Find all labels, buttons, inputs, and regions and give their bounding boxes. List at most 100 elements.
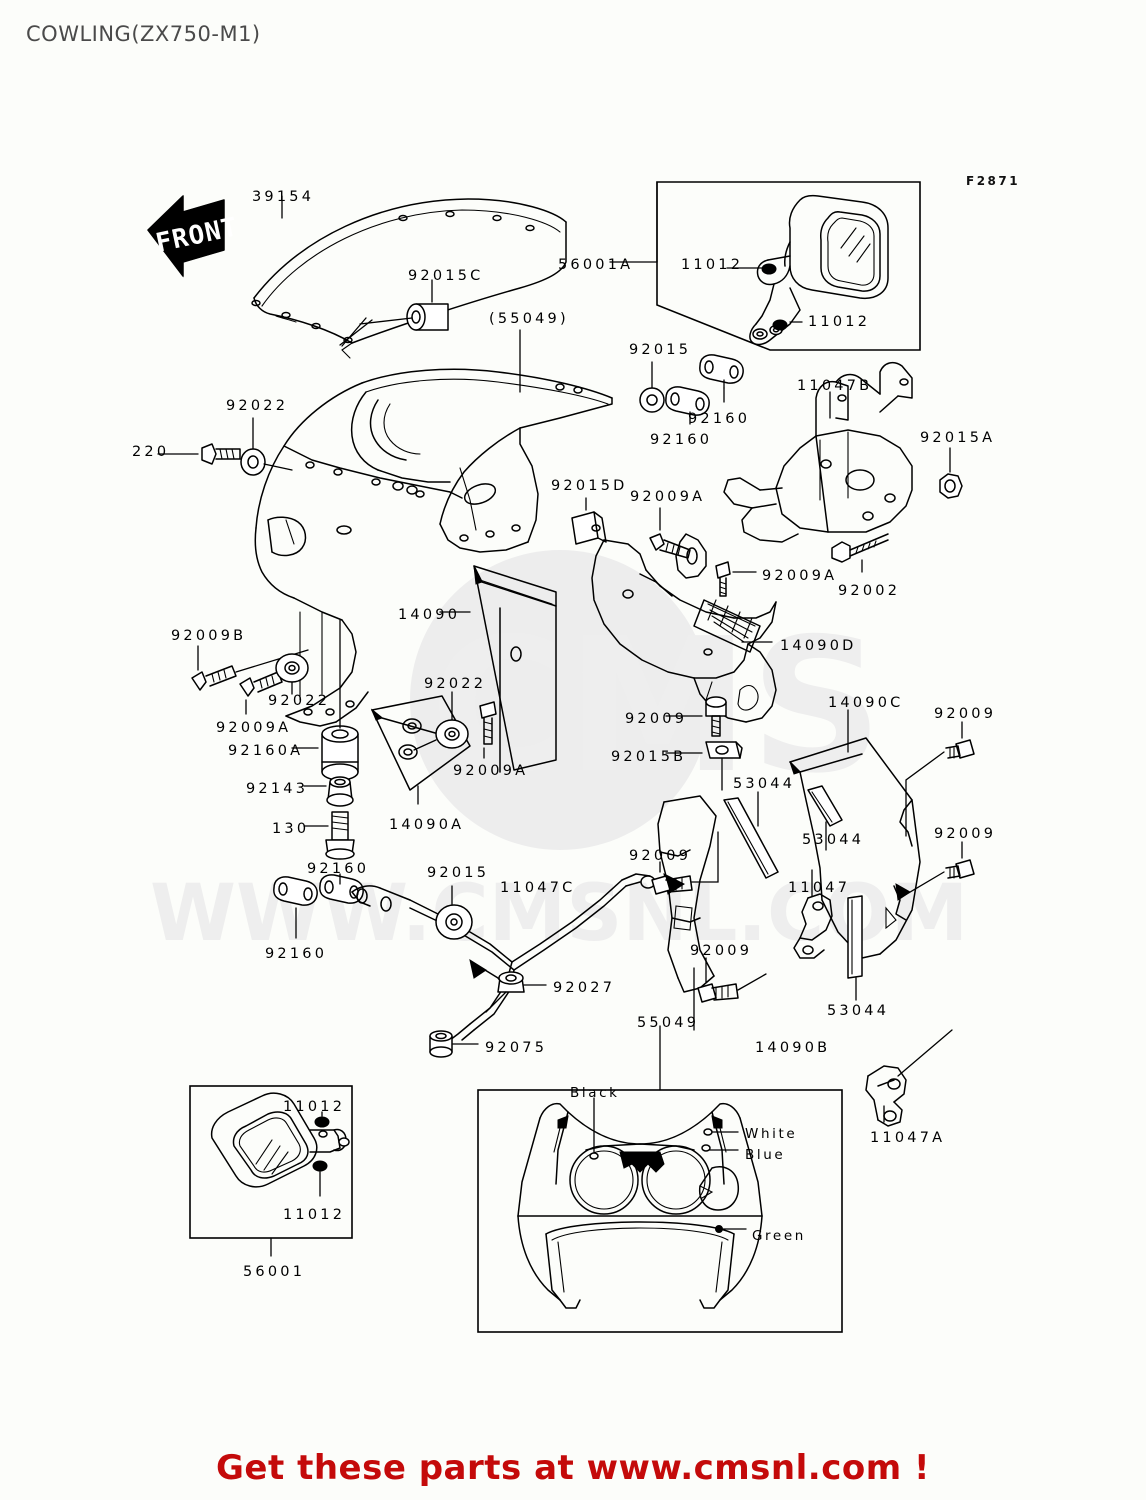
part-number-label: 92015A bbox=[920, 430, 996, 446]
part-number-label: 92009A bbox=[453, 763, 529, 779]
part-92009-screw-b2 bbox=[697, 957, 767, 1003]
part-92009A-screw-center2 bbox=[479, 701, 497, 759]
part-number-label: 53044 bbox=[802, 832, 865, 848]
part-92009-screw-r2 bbox=[899, 841, 975, 899]
part-number-label: 92015 bbox=[629, 342, 692, 358]
part-11047A-bracket bbox=[865, 1029, 953, 1127]
part-92015-grommet-lower bbox=[435, 904, 473, 940]
part-number-label: 92160A bbox=[228, 743, 304, 759]
color-callout-label: Blue bbox=[745, 1147, 786, 1163]
part-11047-bracket-small bbox=[793, 869, 833, 959]
part-92022-washer-left bbox=[275, 653, 309, 695]
part-number-label: 92002 bbox=[838, 583, 901, 599]
part-92009-screw-mid bbox=[665, 696, 727, 737]
part-92160-bushing-b bbox=[699, 354, 744, 403]
part-number-label: 11047A bbox=[870, 1130, 946, 1146]
part-92009B-screw bbox=[191, 645, 309, 691]
part-14090D-panel bbox=[591, 533, 777, 723]
part-number-label: 92160 bbox=[688, 411, 751, 427]
part-92015A-nut bbox=[939, 447, 963, 499]
part-92160-bushing-d bbox=[319, 873, 364, 904]
part-92160-bushing-a bbox=[665, 386, 710, 425]
part-number-label: 14090C bbox=[828, 695, 904, 711]
svg-text:CMS: CMS bbox=[430, 598, 883, 814]
part-number-label: 92009 bbox=[629, 848, 692, 864]
part-number-label: 56001A bbox=[558, 257, 634, 273]
part-92160-bushing-c bbox=[273, 876, 318, 939]
part-39154-windscreen bbox=[251, 195, 567, 359]
part-number-label: 92143 bbox=[246, 781, 309, 797]
part-number-label: 92022 bbox=[424, 676, 487, 692]
part-number-label: 14090A bbox=[389, 817, 465, 833]
part-number-label: 11012 bbox=[808, 314, 871, 330]
color-callout-label: Green bbox=[752, 1228, 806, 1244]
part-number-label: 92027 bbox=[553, 980, 616, 996]
part-92015B-clip bbox=[665, 741, 743, 791]
part-number-label: 92009 bbox=[625, 711, 688, 727]
color-diagram-box-55049 bbox=[477, 1025, 843, 1333]
part-53044-trim-b bbox=[807, 785, 843, 851]
part-92015D-clip bbox=[571, 497, 607, 545]
part-number-label: 55049 bbox=[637, 1015, 700, 1031]
cowling-front-view bbox=[517, 1097, 763, 1309]
part-number-label: 92160 bbox=[265, 946, 328, 962]
page-title: COWLING(ZX750-M1) bbox=[26, 22, 261, 46]
part-53044-trim-a bbox=[723, 791, 779, 879]
part-92027-collar bbox=[485, 971, 547, 1013]
color-callout-label: White bbox=[745, 1126, 798, 1142]
footer-promo-text: Get these parts at www.cmsnl.com ! bbox=[216, 1448, 930, 1488]
part-92002-bolt bbox=[831, 533, 889, 573]
part-14090A-small-panel bbox=[370, 695, 471, 805]
mirror-box-56001 bbox=[189, 1085, 353, 1257]
part-number-label: 92022 bbox=[268, 693, 331, 709]
part-number-label: 92009 bbox=[934, 826, 997, 842]
part-92160A-bushing bbox=[291, 619, 359, 781]
part-number-label: 92009 bbox=[934, 706, 997, 722]
part-number-label: 39154 bbox=[252, 189, 315, 205]
part-92009A-screw-right bbox=[715, 561, 757, 597]
part-92009A-screw-left bbox=[239, 671, 283, 715]
part-number-label: 130 bbox=[272, 821, 310, 837]
part-number-label: 11012 bbox=[283, 1099, 346, 1115]
part-number-label: 53044 bbox=[827, 1003, 890, 1019]
part-55049-main-cowling bbox=[254, 329, 613, 727]
part-number-label: 11012 bbox=[681, 257, 744, 273]
part-number-label: 92009A bbox=[216, 720, 292, 736]
mirror-assembly-right bbox=[726, 194, 889, 346]
part-92015C-grommet bbox=[341, 279, 449, 347]
part-92143-collar bbox=[303, 776, 354, 807]
part-11047C-bracket bbox=[351, 873, 656, 1041]
part-number-label: 14090B bbox=[755, 1040, 831, 1056]
part-number-label: 92015C bbox=[408, 268, 484, 284]
part-number-label: 220 bbox=[132, 444, 170, 460]
small-parts-cluster-top bbox=[639, 354, 744, 425]
part-number-label: 92160 bbox=[650, 432, 713, 448]
part-220-screw bbox=[157, 443, 241, 465]
part-14090C-panel bbox=[789, 709, 921, 959]
part-number-label: 92015 bbox=[427, 865, 490, 881]
part-number-label: 11047 bbox=[788, 880, 851, 896]
mesh-vent bbox=[693, 599, 761, 653]
part-14090-triangle-panel bbox=[439, 565, 557, 773]
part-92009A-screw-center bbox=[649, 507, 691, 559]
reference-code: F2871 bbox=[966, 174, 1021, 188]
part-53044-trim-c bbox=[847, 895, 863, 1001]
part-130-bolt bbox=[303, 811, 355, 860]
part-92075-damper bbox=[429, 1030, 479, 1058]
part-number-label: (55049) bbox=[489, 311, 569, 327]
part-number-label: 92015B bbox=[611, 749, 687, 765]
part-number-label: 92160 bbox=[307, 861, 370, 877]
part-number-label: 92022 bbox=[226, 398, 289, 414]
part-11047B-bracket bbox=[723, 361, 913, 543]
part-number-label: 92009A bbox=[630, 489, 706, 505]
color-callout-label: Black bbox=[570, 1085, 620, 1101]
mirror-box-56001A bbox=[609, 181, 921, 351]
part-number-label: 92009B bbox=[171, 628, 247, 644]
part-number-label: 92009 bbox=[690, 943, 753, 959]
part-number-label: 11012 bbox=[283, 1207, 346, 1223]
front-arrow-icon: FRONT bbox=[147, 194, 241, 278]
part-number-label: 14090D bbox=[780, 638, 857, 654]
part-92009-screw-r1 bbox=[905, 721, 975, 837]
